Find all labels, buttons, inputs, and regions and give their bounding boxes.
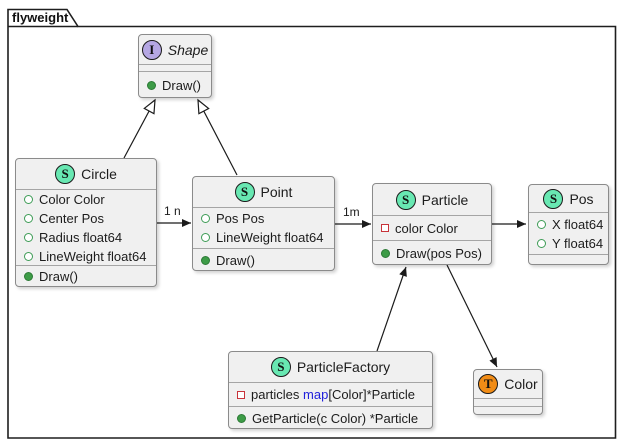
class-particle-fields: color Color: [373, 215, 491, 240]
class-circle-title: Circle: [81, 166, 117, 182]
class-circle-fields: Color Color Center Pos Radius float64 Li…: [16, 189, 156, 265]
method-row: Draw(pos Pos): [373, 244, 491, 263]
class-circle-header: S Circle: [16, 159, 156, 189]
method-row: Draw(): [193, 251, 334, 270]
class-particle-header: S Particle: [373, 184, 491, 215]
edge-label-point-particle: 1m: [343, 205, 360, 219]
public-method-icon: [24, 272, 33, 281]
edge-label-circle-point: 1 n: [164, 204, 181, 218]
class-particle-factory-fields: particles map[Color]*Particle: [229, 382, 432, 406]
interface-spot-icon: I: [141, 39, 162, 60]
field-label: color Color: [395, 220, 458, 236]
field-label: LineWeight float64: [216, 230, 324, 245]
public-field-icon: [24, 251, 33, 261]
class-particle-factory: S ParticleFactory particles map[Color]*P…: [228, 351, 433, 429]
class-pos-title: Pos: [569, 190, 594, 207]
private-field-icon: [381, 224, 389, 232]
struct-spot-icon: S: [55, 164, 76, 184]
type-spot-icon: T: [478, 374, 499, 394]
class-shape-header: I Shape: [139, 35, 211, 64]
class-particle-methods: Draw(pos Pos): [373, 240, 491, 265]
class-color-fields-empty: [474, 398, 542, 406]
class-point-fields: Pos Pos LineWeight float64: [193, 207, 334, 248]
struct-spot-icon: S: [543, 188, 564, 209]
class-point-methods: Draw(): [193, 248, 334, 271]
class-color-methods-empty: [474, 406, 542, 415]
field-label-keyword: map: [303, 387, 329, 402]
field-label: Y float64: [552, 235, 604, 251]
class-circle-methods: Draw(): [16, 265, 156, 287]
method-row: Draw(): [16, 267, 156, 286]
class-color-title: Color: [504, 376, 538, 392]
public-field-icon: [24, 194, 33, 204]
class-point-header: S Point: [193, 177, 334, 207]
public-method-icon: [201, 255, 210, 265]
class-shape: I Shape Draw(): [138, 34, 212, 98]
class-particle-title: Particle: [421, 191, 469, 208]
class-pos-fields: X float64 Y float64: [529, 212, 608, 254]
field-label-pre: particles: [251, 387, 304, 402]
struct-spot-icon: S: [270, 357, 291, 377]
method-row: GetParticle(c Color) *Particle: [229, 409, 432, 428]
class-point: S Point Pos Pos LineWeight float64 Draw(…: [192, 176, 335, 271]
method-label: Draw(pos Pos): [396, 245, 482, 261]
public-field-icon: [201, 233, 210, 242]
field-row: LineWeight float64: [16, 247, 156, 266]
field-row: X float64: [529, 215, 608, 234]
frame-title: flyweight: [12, 10, 69, 25]
class-particle-factory-header: S ParticleFactory: [229, 352, 432, 382]
field-label: X float64: [552, 216, 604, 232]
public-method-icon: [147, 80, 156, 90]
field-row: Radius float64: [16, 228, 156, 247]
public-field-icon: [24, 213, 33, 223]
inheritance-edge-point-to-shape: [197, 98, 238, 176]
field-label: Color Color: [39, 191, 105, 207]
class-shape-title: Shape: [167, 41, 209, 58]
class-pos-methods-empty: [529, 254, 608, 264]
method-label: Draw(): [39, 269, 78, 284]
method-row: Draw(): [139, 76, 211, 95]
method-label: Draw(): [216, 252, 255, 268]
class-pos-header: S Pos: [529, 185, 608, 212]
class-particle-factory-title: ParticleFactory: [296, 359, 391, 375]
field-row: Center Pos: [16, 209, 156, 228]
struct-spot-icon: S: [395, 189, 416, 210]
public-field-icon: [537, 238, 546, 248]
field-row: Pos Pos: [193, 209, 334, 228]
class-shape-methods: Draw(): [139, 71, 211, 98]
class-shape-fields-empty: [139, 64, 211, 71]
public-field-icon: [201, 214, 210, 223]
association-edge-factory-to-particle: [376, 266, 407, 352]
public-field-icon: [537, 219, 546, 229]
field-row: particles map[Color]*Particle: [229, 385, 432, 404]
public-field-icon: [24, 232, 33, 242]
field-label: particles map[Color]*Particle: [251, 385, 415, 404]
field-label: Pos Pos: [216, 211, 265, 226]
inheritance-edge-circle-to-shape: [123, 98, 156, 159]
private-field-icon: [237, 390, 245, 399]
field-row: color Color: [373, 219, 491, 238]
field-label: LineWeight float64: [39, 248, 147, 264]
class-circle: S Circle Color Color Center Pos Radius f…: [15, 158, 157, 287]
field-row: LineWeight float64: [193, 228, 334, 247]
struct-spot-icon: S: [234, 182, 255, 202]
class-particle: S Particle color Color Draw(pos Pos): [372, 183, 492, 265]
class-color-header: T Color: [474, 370, 542, 398]
field-label: Center Pos: [39, 210, 105, 226]
field-row: Color Color: [16, 190, 156, 209]
field-label-post: [Color]*Particle: [328, 387, 416, 402]
field-label: Radius float64: [39, 229, 123, 245]
class-point-title: Point: [260, 184, 293, 200]
class-color: T Color: [473, 369, 543, 415]
field-row: Y float64: [529, 234, 608, 253]
method-label: GetParticle(c Color) *Particle: [252, 410, 419, 426]
public-method-icon: [237, 413, 246, 423]
class-particle-factory-methods: GetParticle(c Color) *Particle: [229, 406, 432, 429]
association-edge-particle-to-color: [446, 264, 498, 368]
public-method-icon: [381, 248, 390, 258]
method-label: Draw(): [162, 77, 201, 93]
class-pos: S Pos X float64 Y float64: [528, 184, 609, 265]
